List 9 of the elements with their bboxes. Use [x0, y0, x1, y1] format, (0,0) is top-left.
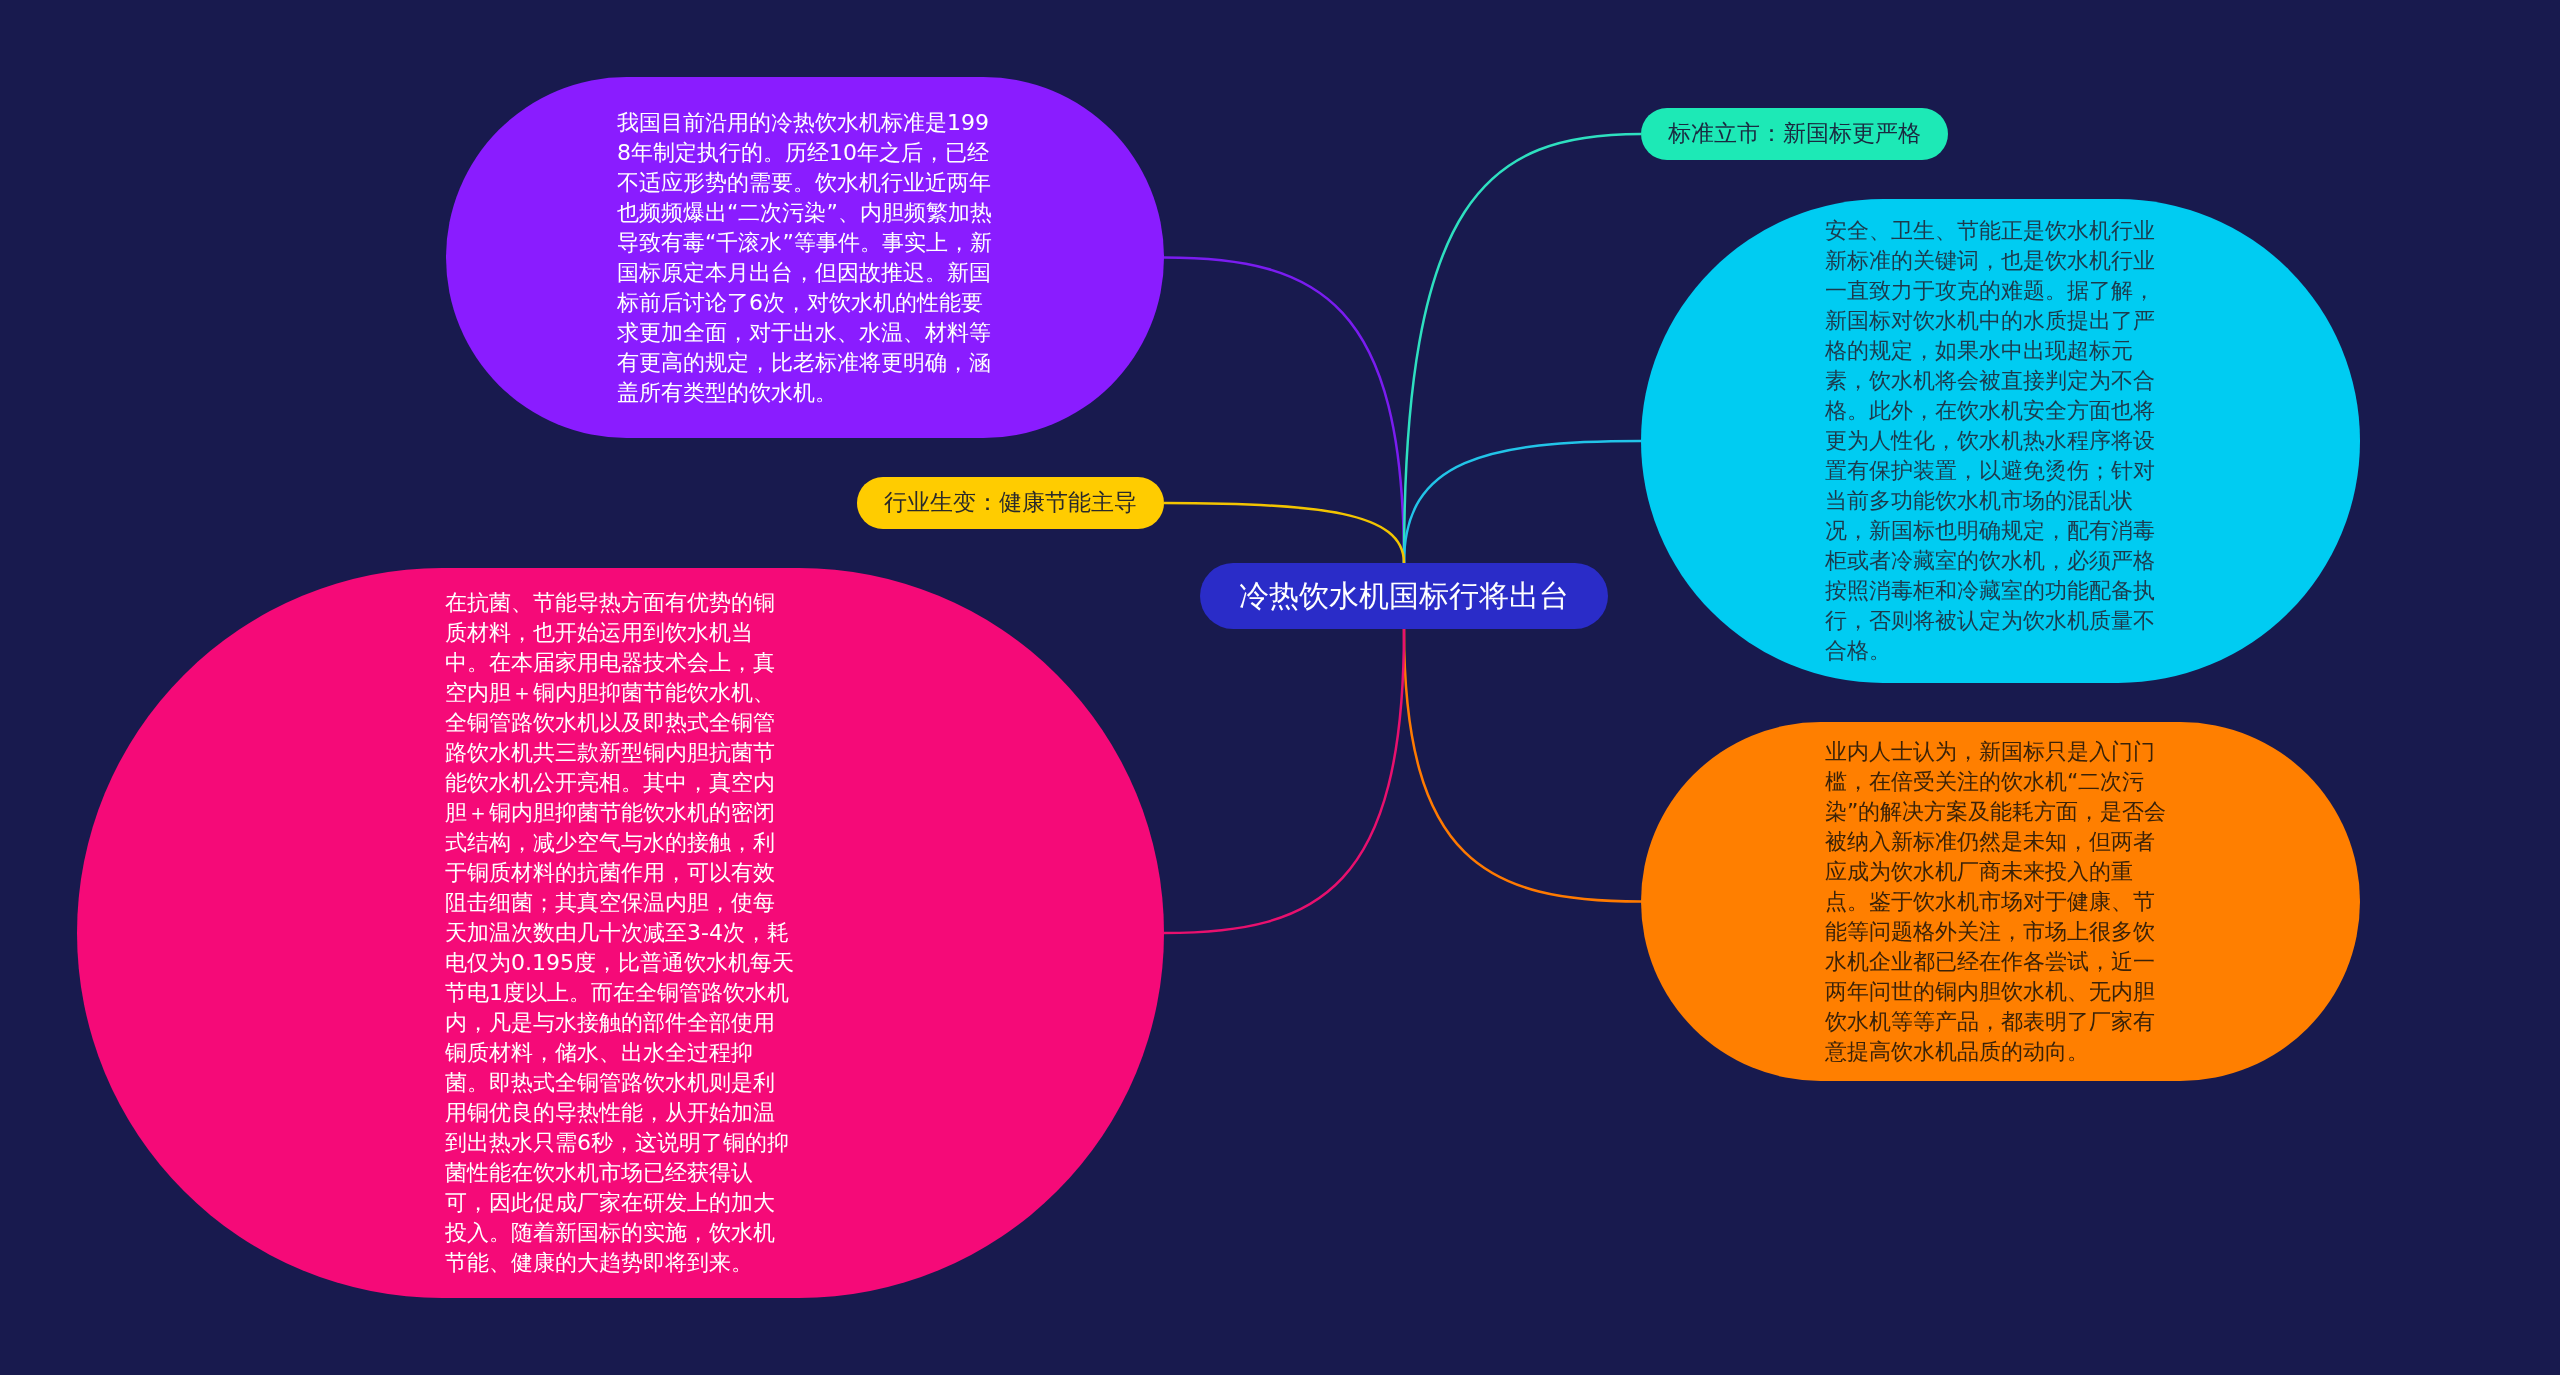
branch-label: 标准立市：新国标更严格 — [1641, 108, 1948, 160]
branch-label: 行业生变：健康节能主导 — [857, 477, 1164, 529]
topic-bubble: 在抗菌、节能导热方面有优势的铜质材料，也开始运用到饮水机当中。在本届家用电器技术会上，真空内胆＋铜内胆抑菌节能饮水机、全铜管路饮水机以及即热式全铜管路饮水机共三款新型铜内胆抗菌节能饮水机公开亮相。其中，真空内胆＋铜内胆抑菌节能饮水机的密闭式结构，减少空气与水的接触，利于铜质材料的抗菌作用，可以有效阻击细菌；其真空保温内胆，使每天加温次数由几十次减至3-4次，耗电仅为0.195度，比普通饮水机每天节电1度以上。而在全铜管路饮水机内，凡是与水接触的部件全部使用铜质材料，储水、出水全过程抑菌。即热式全铜管路饮水机则是利用铜优良的导热性能，从开始加温到出热水只需6秒，这说明了铜的抑菌性能在饮水机市场已经获得认可，因此促成厂家在研发上的加大投入。随着新国标的实施，饮水机节能、健康的大趋势即将到来。 — [77, 568, 1164, 1298]
topic-bubble: 我国目前沿用的冷热饮水机标准是1998年制定执行的。历经10年之后，已经不适应形势的需要。饮水机行业近两年也频频爆出“二次污染”、内胆频繁加热导致有毒“千滚水”等事件。事实上，新国标原定本月出台，但因故推迟。新国标前后讨论了6次，对饮水机的性能要求更加全面，对于出水、水温、材料等有更高的规定，比老标准将更明确，涵盖所有类型的饮水机。 — [446, 77, 1164, 438]
topic-box: 冷热饮水机国标行将出台 — [1200, 563, 1608, 629]
connector-line — [1164, 501, 1406, 564]
connector-line — [1163, 628, 1406, 935]
topic-bubble: 业内人士认为，新国标只是入门门槛，在倍受关注的饮水机“二次污染”的解决方案及能耗方面，是否会被纳入新标准仍然是未知，但两者应成为饮水机厂商未来投入的重点。鉴于饮水机市场对于健康、节能等问题格外关注，市场上很多饮水机企业都已经在作各尝试，近一两年问世的铜内胆饮水机、无内胆饮水机等等产品，都表明了厂家有意提高饮水机品质的动向。 — [1641, 722, 2360, 1081]
topic-bubble: 安全、卫生、节能正是饮水机行业新标准的关键词，也是饮水机行业一直致力于攻克的难题。据了解，新国标对饮水机中的水质提出了严格的规定，如果水中出现超标元素，饮水机将会被直接判定为不合格。此外，在饮水机安全方面也将更为人性化，饮水机热水程序将设置有保护装置，以避免烫伤；针对当前多功能饮水机市场的混乱状况，新国标也明确规定，配有消毒柜或者冷藏室的饮水机，必须严格按照消毒柜和冷藏室的功能配备执行，否则将被认定为饮水机质量不合格。 — [1641, 199, 2360, 683]
